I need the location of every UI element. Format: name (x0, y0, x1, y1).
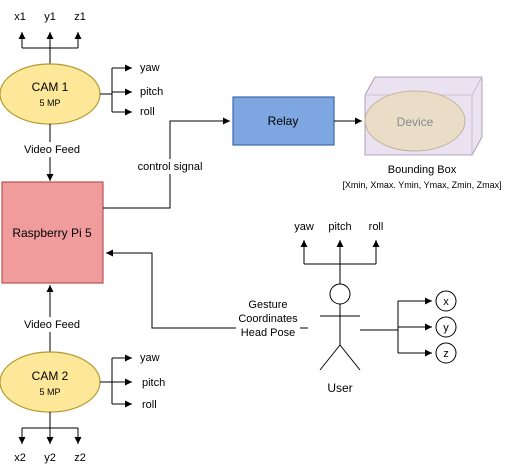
cam2-axis-x: x2 (14, 452, 26, 464)
user-axis-x-circle (435, 290, 457, 312)
edge-video-feed-bottom: Video Feed (18, 285, 84, 352)
user-pitch: pitch (328, 221, 351, 233)
cam1-axis-z: z1 (74, 11, 86, 23)
cam2-axis-y: y2 (44, 452, 56, 464)
gesture-label: Gesture (248, 299, 287, 311)
head-pose-label: Head Pose (241, 327, 295, 339)
edge-video-feed-top: Video Feed (18, 124, 84, 181)
edge-gesture: Gesture Coordinates Head Pose (106, 249, 308, 348)
cam2-label: CAM 2 (32, 369, 69, 383)
edge-control-signal: control signal (103, 117, 230, 209)
user-label: User (327, 381, 352, 395)
raspberry-pi-label: Raspberry Pi 5 (12, 226, 92, 240)
relay-label: Relay (268, 114, 299, 128)
cam1-axes: x1 y1 z1 (14, 11, 86, 64)
cam2-axes: x2 y2 z2 (14, 412, 86, 464)
cam2-roll: roll (142, 399, 157, 411)
user-head (329, 283, 351, 305)
cam2-mp: 5 MP (39, 387, 60, 397)
user-axis-x: x (443, 296, 449, 308)
device-node[interactable]: Device (364, 76, 483, 156)
cam1-axis-y: y1 (44, 11, 56, 23)
bounding-box-coords: [Xmin, Xmax. Ymin, Ymax, Zmin, Zmax] (342, 180, 501, 190)
user-axes: x y z (360, 290, 457, 364)
relay-node[interactable]: Relay (232, 96, 335, 146)
cam2-axis-z: z2 (74, 452, 86, 464)
cam1-pitch: pitch (140, 86, 163, 98)
raspberry-pi-box (1, 181, 104, 284)
cam1-yaw: yaw (140, 62, 160, 74)
cam1-mp: 5 MP (39, 98, 60, 108)
user-axis-y: y (443, 322, 449, 334)
cam1-node[interactable]: CAM 1 5 MP (0, 63, 101, 125)
cam1-axis-x: x1 (14, 11, 26, 23)
cam1-roll: roll (140, 106, 155, 118)
cam1-label: CAM 1 (32, 80, 69, 94)
cam2-rotations: yaw pitch roll (100, 352, 165, 411)
relay-box (232, 96, 335, 146)
raspberry-pi-node[interactable]: Raspberry Pi 5 (1, 181, 104, 284)
user-axis-z-circle (435, 342, 457, 364)
user-axis-z: z (443, 348, 449, 360)
cam1-rotations: yaw pitch roll (100, 62, 163, 118)
user-yaw: yaw (294, 221, 314, 233)
control-signal-label: control signal (138, 161, 203, 173)
user-rotations: yaw pitch roll (294, 221, 383, 284)
coordinates-label: Coordinates (238, 313, 298, 325)
device-label: Device (397, 115, 434, 129)
user-figure[interactable]: User (319, 283, 361, 395)
cam2-pitch: pitch (142, 377, 165, 389)
device-ellipse (364, 90, 466, 152)
bounding-box-caption: Bounding Box (388, 164, 457, 176)
video-feed-bottom-label: Video Feed (24, 319, 80, 331)
cam2-node[interactable]: CAM 2 5 MP (0, 351, 101, 413)
cam2-yaw: yaw (140, 352, 160, 364)
user-axis-y-circle (435, 316, 457, 338)
video-feed-top-label: Video Feed (24, 144, 80, 156)
cam1-ellipse (0, 63, 101, 125)
user-roll: roll (369, 221, 384, 233)
